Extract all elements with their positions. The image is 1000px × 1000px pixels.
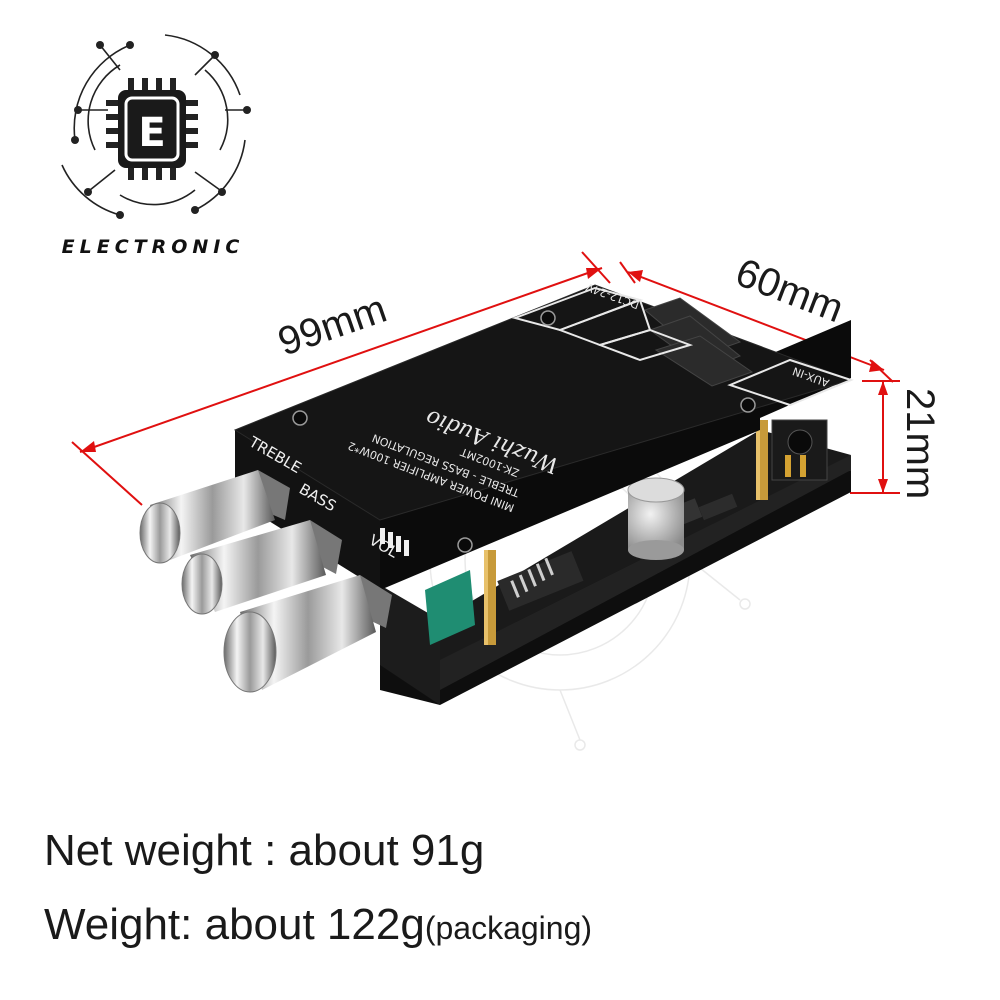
dim-width-label: 60mm — [730, 250, 850, 331]
weight-packaging-note: (packaging) — [424, 910, 593, 946]
amplifier-board: DC12-24V AUX-IN Wuzhi Audio ZK-1002MT TR… — [139, 280, 854, 705]
bass-knob[interactable] — [181, 520, 342, 615]
electronic-logo: E ELECTRONIC — [61, 34, 251, 258]
weight-text: Weight: about 122g(packaging) — [44, 900, 592, 950]
dim-length-label: 99mm — [273, 287, 392, 365]
dim-height-label: 21mm — [898, 388, 942, 499]
weight-main: Weight: about 122g — [44, 900, 425, 949]
logo-text: ELECTRONIC — [62, 236, 245, 258]
volume-knob[interactable] — [223, 575, 392, 693]
treble-knob[interactable] — [139, 470, 290, 564]
net-weight-text: Net weight : about 91g — [44, 826, 485, 875]
logo-letter: E — [138, 110, 165, 156]
